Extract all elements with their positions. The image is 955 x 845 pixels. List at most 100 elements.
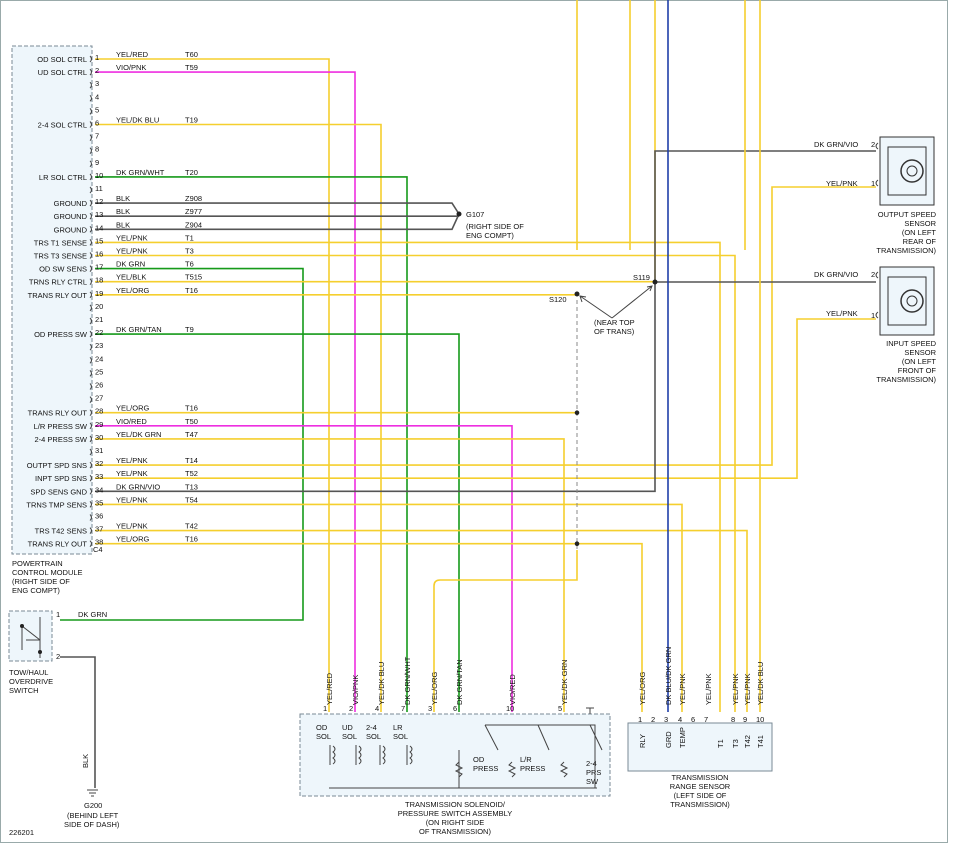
solenoid-wire-color: VIO/RED (508, 674, 517, 705)
range-pin-number: 4 (678, 715, 682, 724)
oss-pin1-wire: YEL/PNK (826, 179, 858, 188)
pcm-pin-label: OUTPT SPD SNS (27, 461, 87, 470)
pin-terminal-icon (89, 121, 92, 128)
range-wire-color: YEL/PNK (743, 673, 752, 705)
pcm-pin-label: SPD SENS GND (30, 487, 87, 496)
solenoid-pin-number: 5 (558, 704, 562, 713)
trs-title-1: TRANSMISSION (671, 773, 728, 782)
oss-pin2-wire: DK GRN/VIO (814, 140, 858, 149)
wire-t47 (95, 438, 565, 712)
tow-haul-switch: 1 2 DK GRN TOW/HAUL OVERDRIVE SWITCH (8, 610, 107, 695)
pressure-switch-label: OD (473, 755, 485, 764)
pin-terminal-icon (89, 330, 92, 338)
range-pin-number: 6 (691, 715, 695, 724)
oss-title-1: OUTPUT SPEED (878, 210, 937, 219)
pcm-circuit-id: Z977 (185, 207, 202, 216)
iss-title-4: FRONT OF (898, 366, 937, 375)
wire-t3 (95, 254, 736, 712)
iss-pin-2: 2 (871, 270, 875, 279)
pcm-pin-label: TRNS RLY CTRL (29, 278, 87, 287)
pcm-pin-label: OD SOL CTRL (37, 55, 87, 64)
pcm-wire-color: YEL/PNK (116, 469, 148, 478)
near-top-callout: (NEAR TOP OF TRANS) (579, 285, 653, 336)
wires-layer (60, 0, 876, 788)
pcm-pin-label: LR SOL CTRL (39, 173, 87, 182)
pressure-switch-label: L/R (520, 755, 532, 764)
pcm-pin-number: 5 (95, 105, 99, 114)
pcm-wire-color: YEL/RED (116, 50, 149, 59)
output-speed-sensor: 2 1 DK GRN/VIO YEL/PNK OUTPUT SPEED SENS… (814, 136, 937, 255)
iss-pin1-wire: YEL/PNK (826, 309, 858, 318)
pin-terminal-icon (89, 448, 92, 456)
pressure-switch-label: 2-4 (586, 759, 597, 768)
wire-t16-c (95, 542, 643, 712)
pcm-pin-number: 34 (95, 485, 103, 494)
pin-terminal-icon (89, 396, 92, 403)
tow-pin1-wire: DK GRN (78, 610, 107, 619)
pressure-switch-label: SW (586, 777, 599, 786)
oss-pin-2: 2 (871, 140, 875, 149)
pcm-pin-label: TRNS TMP SENS (26, 500, 87, 509)
pcm-wire-color: DK GRN/VIO (116, 482, 160, 491)
pin-terminal-icon (89, 147, 92, 155)
pcm-circuit-id: T54 (185, 495, 198, 504)
pcm-circuit-id: T52 (185, 469, 198, 478)
pin-terminal-icon (89, 239, 92, 246)
pcm-pin-label: TRS T42 SENS (35, 527, 87, 536)
pcm-pin-number: 20 (95, 302, 103, 311)
solenoid-label: SOL (342, 732, 357, 741)
pcm-pin-number: 27 (95, 394, 103, 403)
oss-title-5: TRANSMISSION) (876, 246, 936, 255)
wire-t19 (95, 123, 382, 712)
pcm-circuit-id: Z904 (185, 220, 202, 229)
iss-pin-1: 1 (871, 311, 875, 320)
splice-dot (574, 541, 580, 546)
solenoid-pin-number: 4 (375, 704, 379, 713)
pcm-wire-color: YEL/ORG (116, 404, 150, 413)
solenoid-assembly-box (299, 713, 611, 797)
pcm-pin-number: 28 (95, 407, 103, 416)
pin-terminal-icon (89, 356, 92, 364)
pcm-pin-label: L/R PRESS SW (34, 422, 88, 431)
range-wire-color: YEL/PNK (731, 673, 740, 705)
pin-terminal-icon (89, 199, 92, 207)
sensor-coil-icon (900, 159, 924, 183)
sensor-core-icon (906, 165, 918, 177)
pin-terminal-icon (89, 343, 92, 351)
range-pin-number: 9 (743, 715, 747, 724)
sol-title-2: PRESSURE SWITCH ASSEMBLY (398, 809, 512, 818)
pin-terminal-icon (89, 383, 92, 390)
resistor-icon (454, 761, 464, 778)
tow-title-2: OVERDRIVE (9, 677, 53, 686)
wire-t54 (95, 503, 683, 712)
solenoid-wire-color: YEL/ORG (430, 671, 439, 705)
pcm-circuit-id: T59 (185, 63, 198, 72)
tow-title-3: SWITCH (9, 686, 39, 695)
wire-t14 (95, 186, 876, 466)
g200-ground: BLK G200 (BEHIND LEFT SIDE OF DASH) (64, 754, 120, 829)
range-pin-number: 2 (651, 715, 655, 724)
sol-title-1: TRANSMISSION SOLENOID/ (405, 800, 506, 809)
pcm-wire-color: YEL/DK GRN (116, 430, 161, 439)
sensor-core-icon (906, 295, 918, 307)
pin-terminal-icon (89, 370, 92, 377)
range-wire-color: YEL/PNK (678, 673, 687, 705)
wire-t50 (95, 425, 513, 712)
pcm-title-3: (RIGHT SIDE OF (12, 577, 70, 586)
wire-t9 (95, 333, 460, 712)
range-wire-color: DK BLU/DK GRN (664, 647, 673, 705)
solenoid-label: SOL (366, 732, 381, 741)
pcm-pin-number: 35 (95, 498, 103, 507)
pcm-pin-number: 18 (95, 276, 103, 285)
solenoid-wire-color: YEL/RED (325, 672, 334, 705)
solenoid-pin-number: 1 (323, 704, 327, 713)
pcm-pin-label: OD PRESS SW (34, 330, 88, 339)
pcm-wire-color: YEL/PNK (116, 233, 148, 242)
coil-icon (329, 745, 336, 765)
pin-terminal-icon (89, 68, 92, 76)
pcm-circuit-id: Z908 (185, 194, 202, 203)
pcm-pin-label: OD SW SENS (39, 265, 87, 274)
pcm-wire-color: YEL/PNK (116, 247, 148, 256)
pcm-wire-color: BLK (116, 207, 130, 216)
